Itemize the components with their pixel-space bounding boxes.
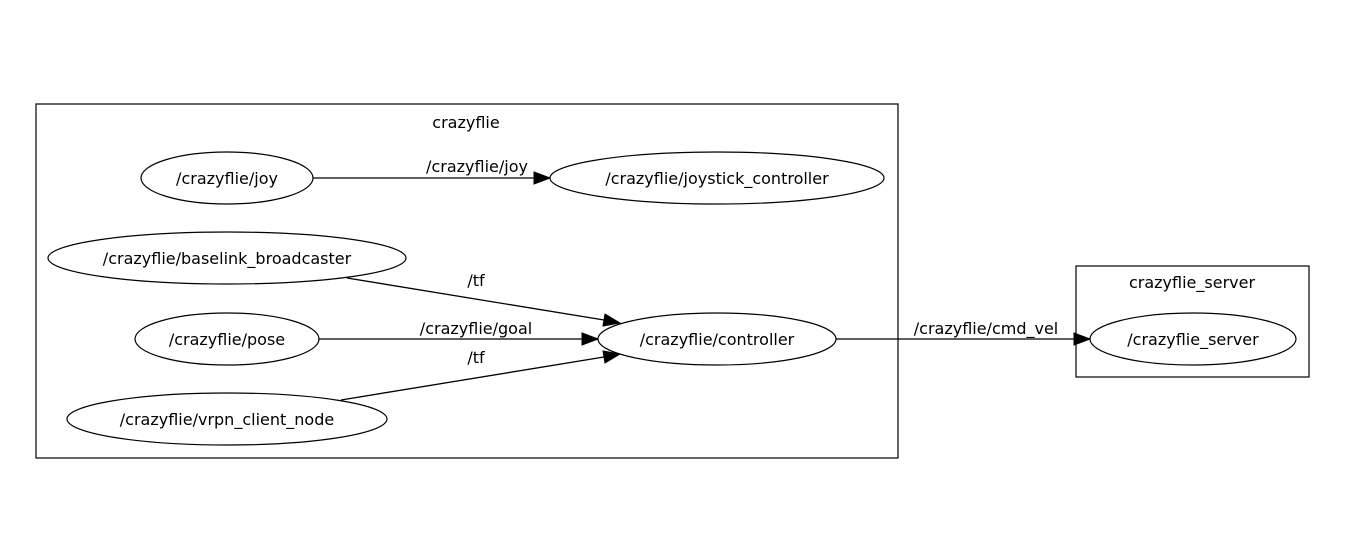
edge-pose-to-controller[interactable]: /crazyflie/goal <box>319 319 600 346</box>
cluster-crazyflie-server: crazyflie_server <box>1075 265 1310 378</box>
node-pose-label: /crazyflie/pose <box>169 330 285 349</box>
node-pose[interactable]: /crazyflie/pose <box>134 312 320 366</box>
node-joystick-controller-label: /crazyflie/joystick_controller <box>605 169 829 189</box>
node-controller-ellipse <box>597 312 837 366</box>
cluster-crazyflie-server-box <box>1075 265 1310 378</box>
arrowhead <box>533 171 552 185</box>
edge-line <box>346 277 605 321</box>
cluster-crazyflie-server-label: crazyflie_server <box>1129 273 1255 293</box>
edge-baselink-to-controller[interactable]: /tf <box>346 271 622 327</box>
node-joy[interactable]: /crazyflie/joy <box>140 151 314 205</box>
node-pose-ellipse <box>134 312 320 366</box>
arrowhead <box>1073 332 1092 346</box>
edge-label-tf-upper: /tf <box>467 271 485 290</box>
node-baselink-broadcaster[interactable]: /crazyflie/baselink_broadcaster <box>47 231 407 285</box>
node-vrpn-client-node[interactable]: /crazyflie/vrpn_client_node <box>66 392 388 446</box>
edge-vrpn-to-controller[interactable]: /tf <box>340 348 622 401</box>
node-baselink-broadcaster-ellipse <box>47 231 407 285</box>
node-baselink-broadcaster-label: /crazyflie/baselink_broadcaster <box>103 249 352 269</box>
edge-label-tf-lower: /tf <box>467 348 485 367</box>
node-vrpn-client-node-label: /crazyflie/vrpn_client_node <box>120 410 334 430</box>
node-joystick-controller-ellipse <box>549 151 885 205</box>
node-joystick-controller[interactable]: /crazyflie/joystick_controller <box>549 151 885 205</box>
cluster-crazyflie: crazyflie <box>35 103 899 459</box>
cluster-crazyflie-box <box>35 103 899 459</box>
edge-line <box>340 356 605 401</box>
node-controller-label: /crazyflie/controller <box>640 330 795 349</box>
node-joy-label: /crazyflie/joy <box>176 169 278 188</box>
arrowhead <box>602 313 622 327</box>
arrowhead <box>602 350 622 364</box>
node-vrpn-client-node-ellipse <box>66 392 388 446</box>
edge-joy-to-joystick-controller[interactable]: /crazyflie/joy <box>313 157 552 185</box>
edge-controller-to-server[interactable]: /crazyflie/cmd_vel <box>836 319 1092 346</box>
node-crazyflie-server[interactable]: /crazyflie_server <box>1089 312 1297 366</box>
node-joy-ellipse <box>140 151 314 205</box>
arrowhead <box>581 332 600 346</box>
node-crazyflie-server-label: /crazyflie_server <box>1127 330 1259 350</box>
edge-label-joy: /crazyflie/joy <box>426 157 528 176</box>
edge-label-cmd-vel: /crazyflie/cmd_vel <box>914 319 1059 339</box>
edge-label-goal: /crazyflie/goal <box>420 319 532 338</box>
node-controller[interactable]: /crazyflie/controller <box>597 312 837 366</box>
node-crazyflie-server-ellipse <box>1089 312 1297 366</box>
cluster-crazyflie-label: crazyflie <box>432 113 499 132</box>
